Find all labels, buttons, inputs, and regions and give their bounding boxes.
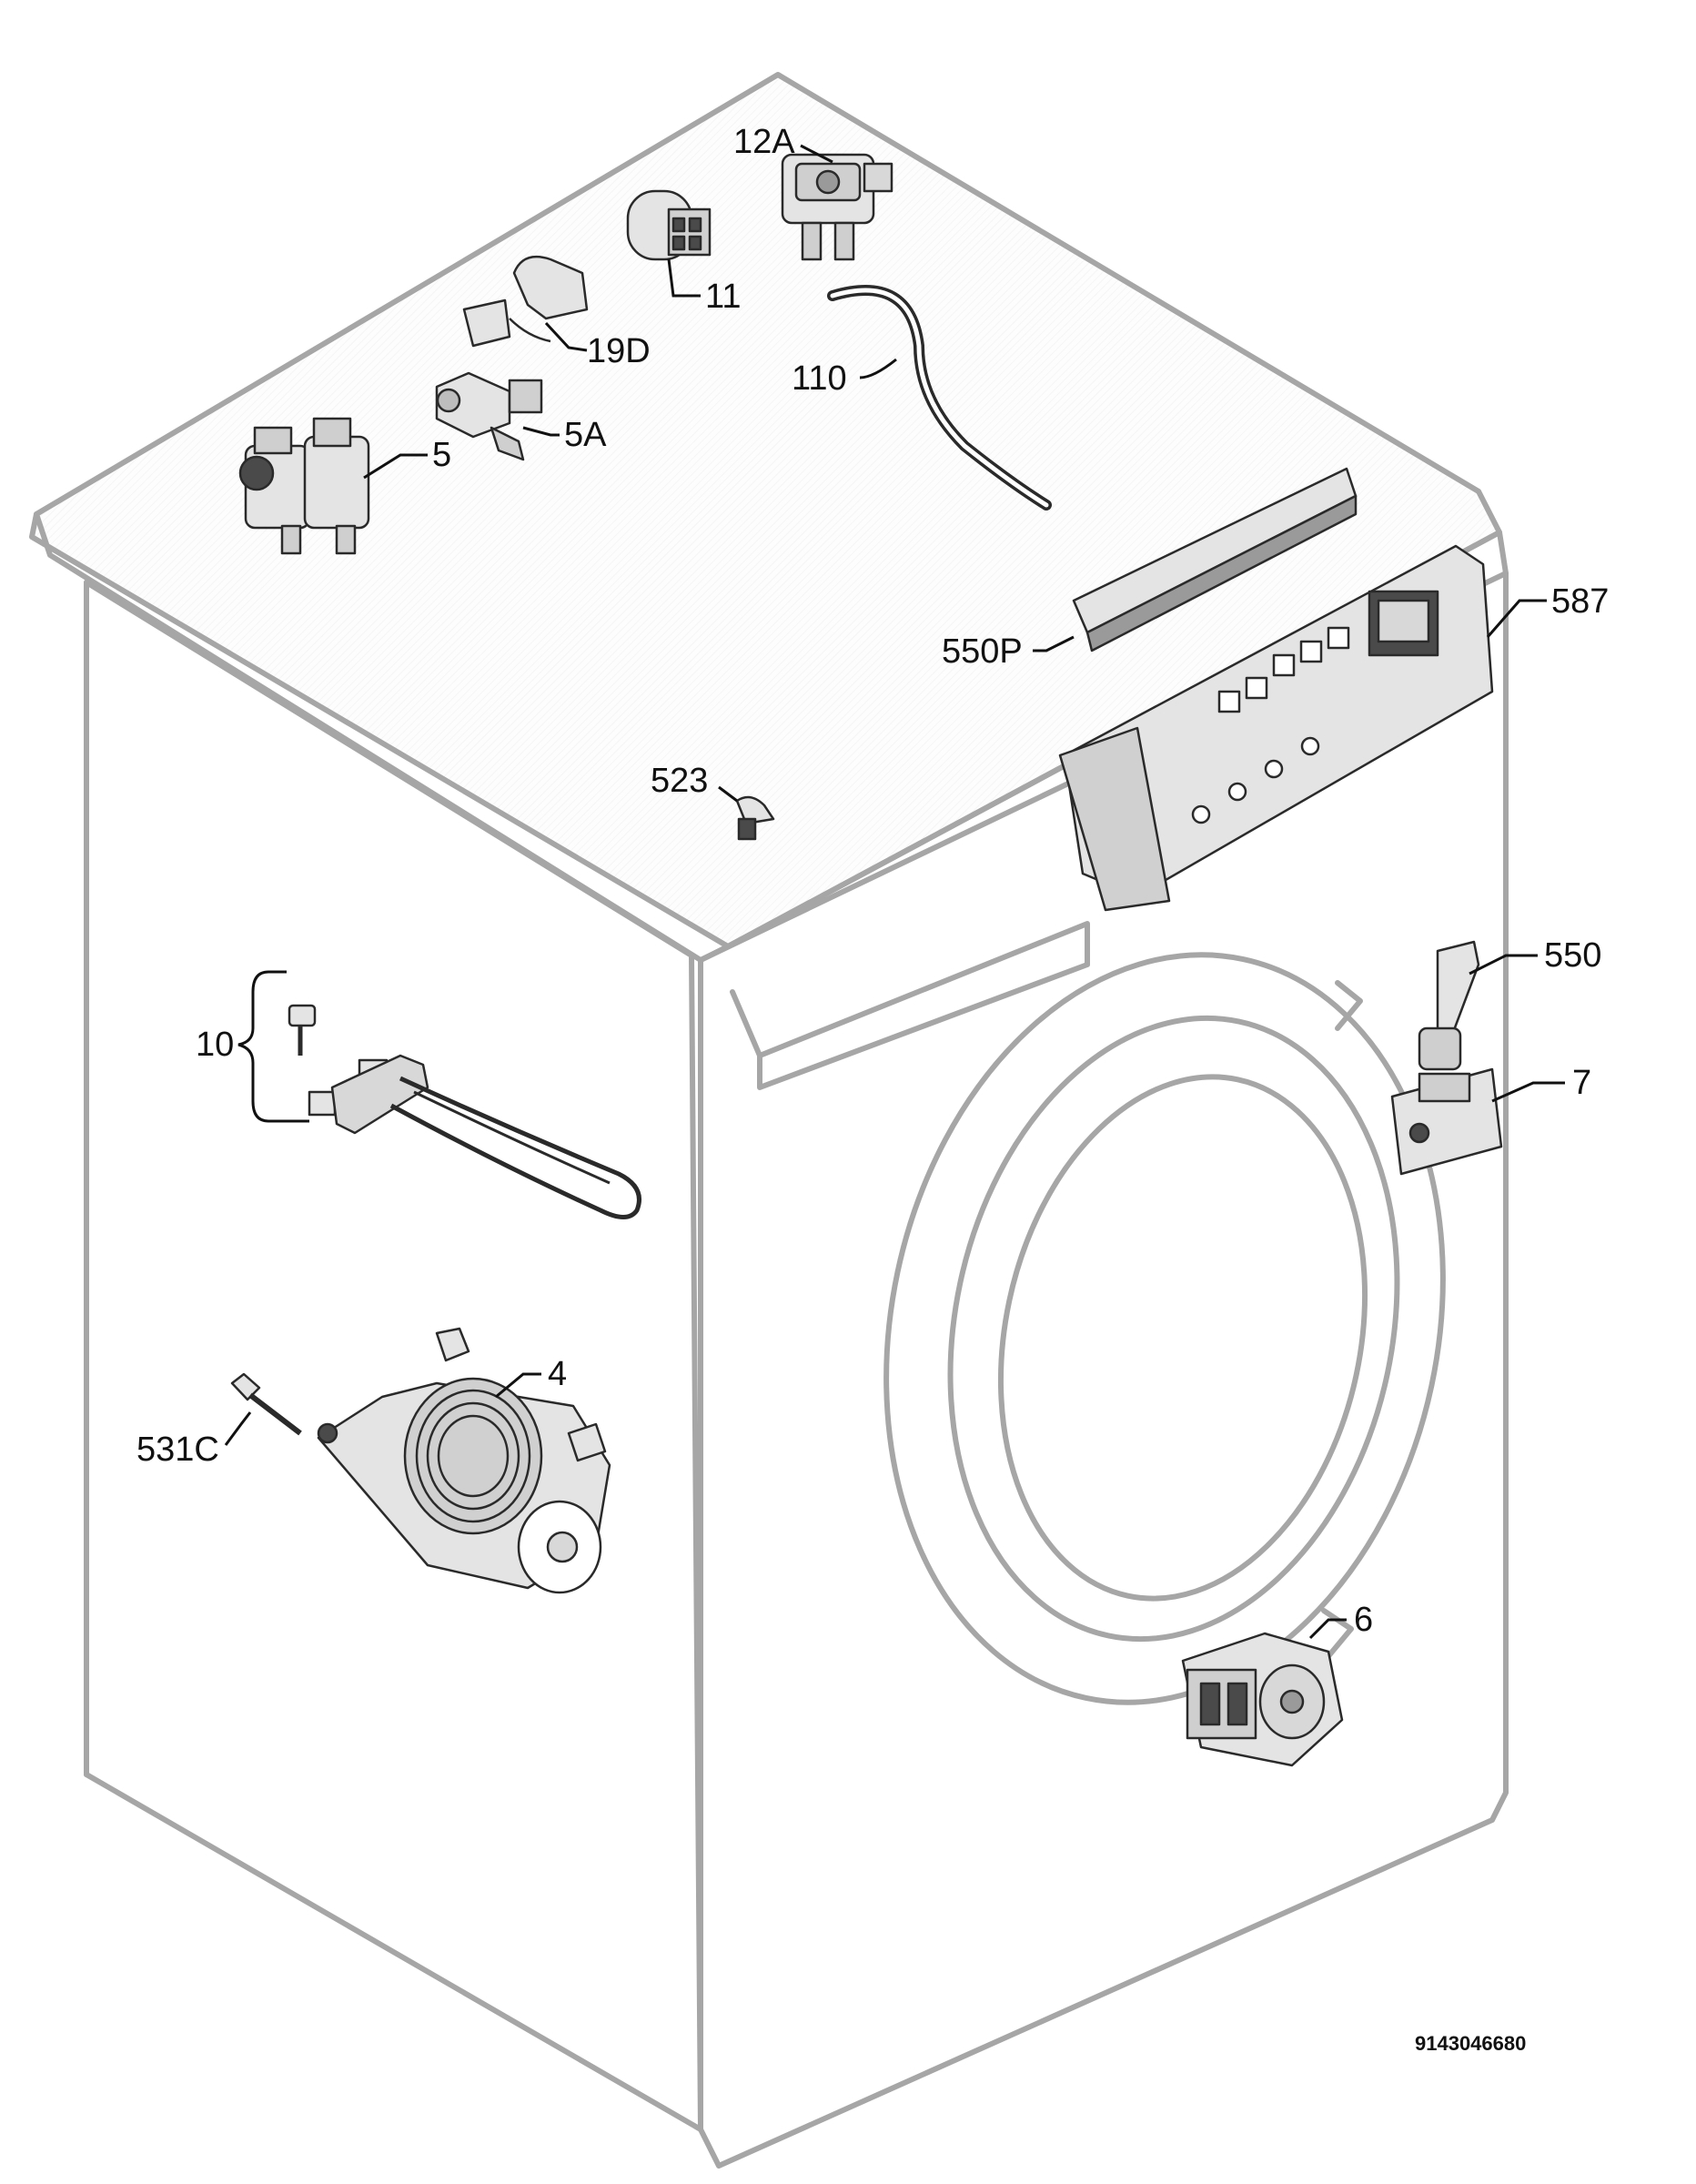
label-523: 523 (651, 762, 708, 800)
part-19D-clamp (462, 255, 589, 348)
label-531C: 531C (136, 1431, 219, 1469)
part-7-door-lock (1390, 1067, 1503, 1176)
leader-110 (859, 358, 897, 379)
label-110: 110 (792, 359, 847, 398)
porthole-door-ring (947, 1015, 1400, 1643)
leader-5A (522, 426, 560, 437)
control-panel-edge (757, 921, 1090, 1090)
label-587: 587 (1551, 582, 1609, 621)
label-4: 4 (548, 1355, 567, 1393)
leader-587 (1486, 599, 1547, 638)
part-587-electronic-module (1058, 544, 1494, 912)
leader-523 (718, 785, 738, 803)
part-6-drain-pump (1181, 1632, 1344, 1767)
leader-12A (800, 144, 833, 164)
label-5: 5 (432, 436, 451, 474)
document-number: 9143046680 (1415, 2032, 1526, 2055)
label-7: 7 (1572, 1064, 1591, 1102)
label-10: 10 (196, 1026, 234, 1064)
label-5A: 5A (564, 416, 607, 454)
part-523-clip (735, 795, 775, 841)
porthole-glass (997, 1074, 1368, 1602)
part-11-suppressor (626, 189, 712, 261)
part-12A-pressure-switch (781, 153, 893, 261)
leader-550 (1469, 954, 1538, 976)
cabinet (29, 72, 1509, 2169)
label-11: 11 (705, 278, 741, 316)
label-19D: 19D (587, 332, 651, 370)
leader-5 (363, 453, 428, 480)
part-5-inlet-valve (238, 417, 370, 555)
part-550-door-handle (1418, 940, 1480, 1071)
porthole-door-outer (883, 952, 1446, 1705)
label-12A: 12A (733, 123, 795, 161)
leader-11 (667, 258, 701, 298)
cabinet-front (698, 571, 1509, 2169)
label-6: 6 (1354, 1601, 1373, 1639)
part-10-heating-element (288, 1004, 641, 1219)
brace-10 (237, 970, 269, 1123)
part-4-drive-motor (317, 1327, 611, 1594)
leader-550P (1033, 635, 1075, 652)
leader-6 (1308, 1618, 1347, 1640)
leader-lines (224, 144, 1565, 1640)
label-550: 550 (1544, 936, 1601, 975)
label-550P: 550P (942, 632, 1023, 671)
leader-531C (224, 1411, 252, 1446)
part-531C-screw (230, 1372, 302, 1436)
part-550P-panel-bezel (1072, 467, 1358, 652)
parts (230, 153, 1503, 1767)
leader-7 (1491, 1081, 1565, 1103)
leader-4 (495, 1372, 541, 1399)
part-labels: 12A 11 19D 110 5A 5 587 550P 523 550 10 … (136, 123, 1609, 2055)
leader-19D (544, 321, 588, 352)
part-5A-sensor (435, 371, 543, 461)
